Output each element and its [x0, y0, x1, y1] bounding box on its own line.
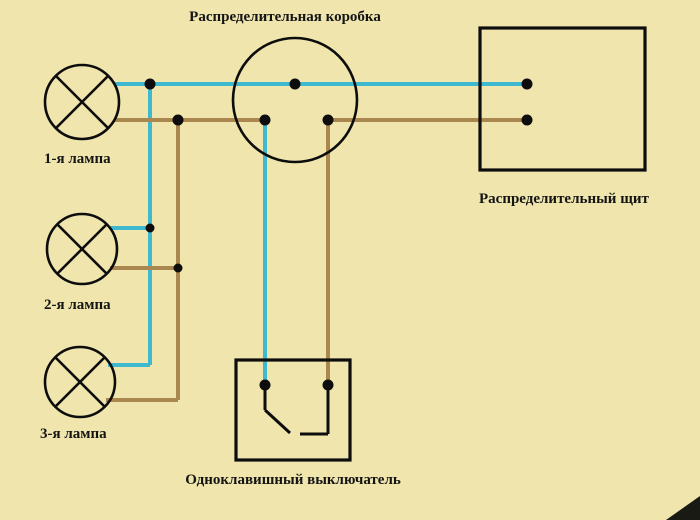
panel-label: Распределительный щит — [479, 191, 649, 207]
switch-label: Одноклавишный выключатель — [185, 472, 401, 488]
junction-dot — [521, 78, 533, 90]
switch-contact-icon — [263, 385, 330, 436]
lamp-1-label: 1-я лампа — [44, 151, 111, 167]
junction-box-icon — [231, 36, 359, 164]
lamp-2-label: 2-я лампа — [44, 297, 111, 313]
junction-dot — [172, 114, 184, 126]
lamp-3-icon — [43, 345, 117, 419]
panel-icon — [478, 26, 647, 172]
junction-dot — [322, 114, 334, 126]
lamp-3-label: 3-я лампа — [40, 426, 107, 442]
lamp-1-icon — [43, 63, 121, 141]
switch-icon — [234, 358, 352, 462]
phase-wires — [106, 118, 527, 402]
component-outlines — [43, 26, 647, 462]
lamp-2-icon — [45, 212, 119, 286]
junction-dot — [144, 78, 156, 90]
junction-dot — [259, 114, 271, 126]
junction-dot — [289, 78, 301, 90]
junction-dot — [322, 379, 334, 391]
junction-dot — [521, 114, 533, 126]
junction-dot — [145, 223, 155, 233]
junction-box-label: Распределительная коробка — [189, 9, 381, 25]
corner-mark — [666, 496, 700, 520]
junction-dot — [259, 379, 271, 391]
junction-dots — [144, 78, 533, 391]
junction-dot — [173, 263, 183, 273]
